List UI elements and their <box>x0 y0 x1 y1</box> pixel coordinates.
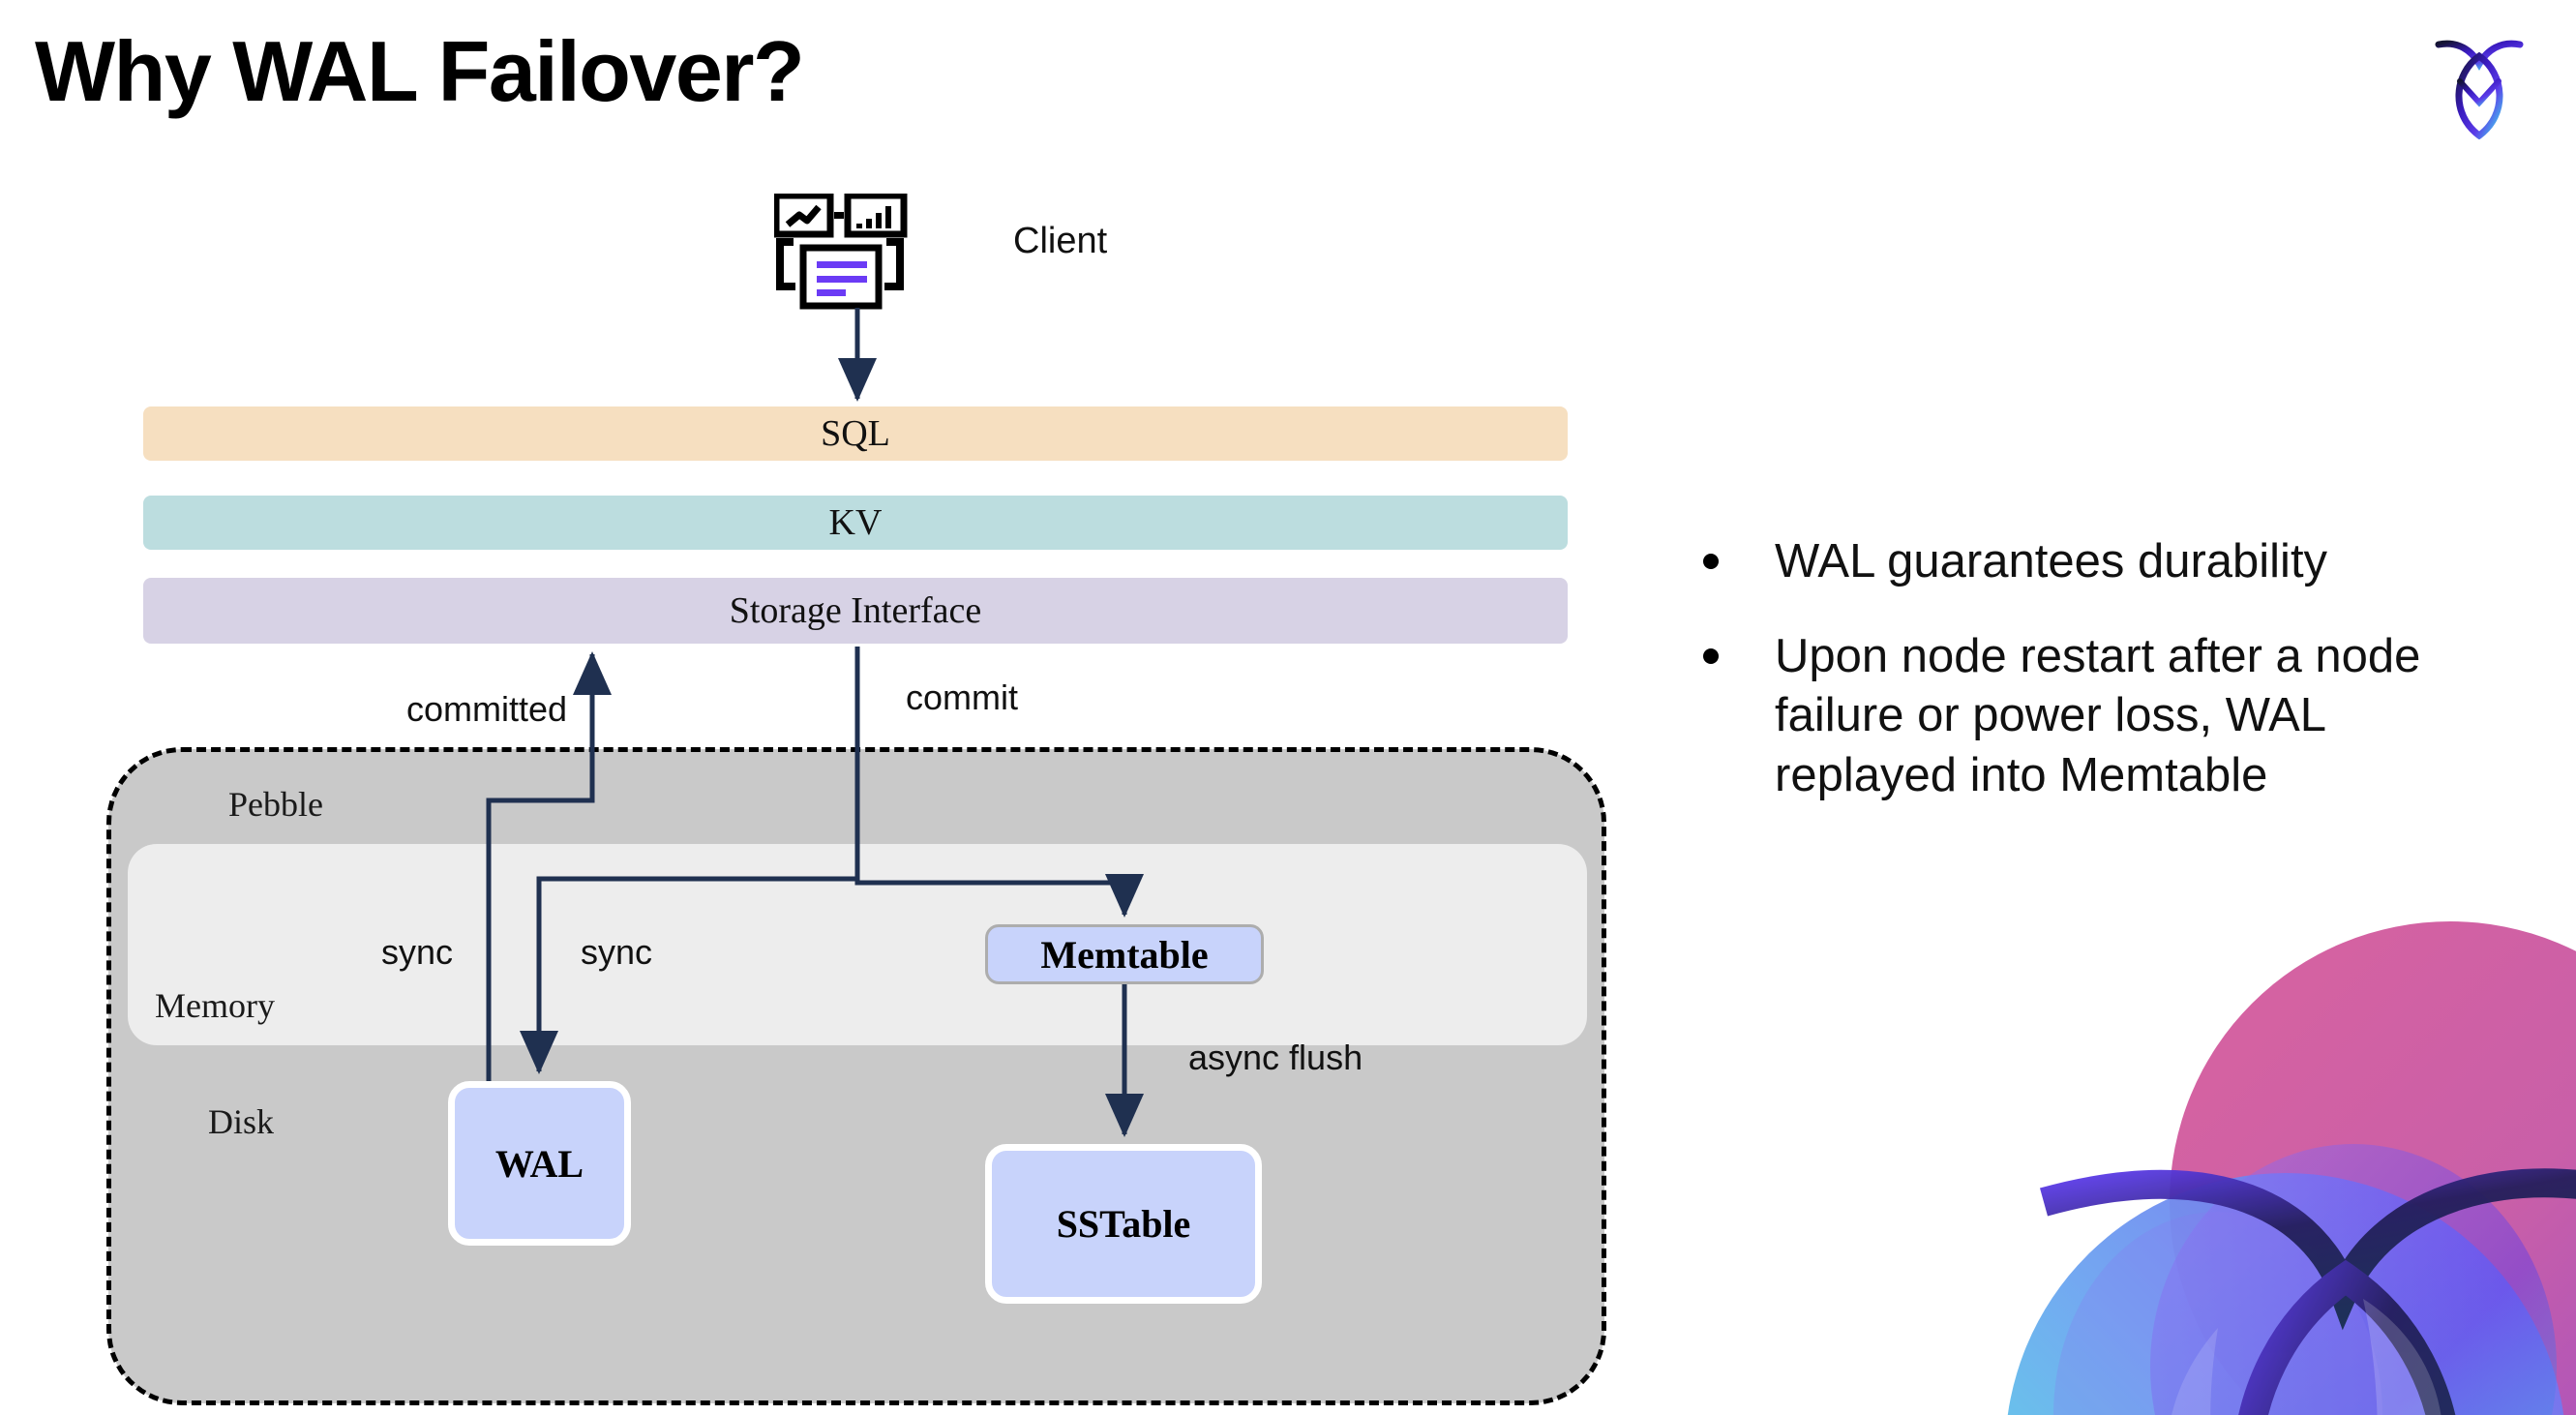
node-wal: WAL <box>448 1081 631 1246</box>
edge-label-committed: committed <box>406 689 568 729</box>
layer-bar-storage-interface: Storage Interface <box>143 578 1568 644</box>
zone-label-disk: Disk <box>208 1102 275 1141</box>
bullet-text: Upon node restart after a node failure o… <box>1775 629 2421 802</box>
client-label: Client <box>1013 221 1108 261</box>
bullet-dot-icon <box>1703 554 1719 569</box>
edge-label-sync-left: sync <box>381 932 454 972</box>
cockroachdb-logo <box>2429 31 2530 140</box>
node-sstable: SSTable <box>985 1144 1262 1304</box>
zone-label-memory: Memory <box>155 986 275 1025</box>
bullet-text: WAL guarantees durability <box>1775 535 2328 587</box>
list-item: WAL guarantees durability <box>1703 532 2516 592</box>
edge-label-commit: commit <box>906 677 1018 717</box>
layer-bar-kv: KV <box>143 496 1568 550</box>
bullet-list: WAL guarantees durability Upon node rest… <box>1703 532 2516 841</box>
node-memtable: Memtable <box>985 924 1264 984</box>
zone-label-pebble: Pebble <box>228 785 323 824</box>
list-item: Upon node restart after a node failure o… <box>1703 627 2516 806</box>
memory-band <box>128 844 1587 1045</box>
client-dashboard-icon <box>772 192 929 310</box>
edge-label-sync-right: sync <box>581 932 653 972</box>
decorative-corner-artwork <box>1928 912 2576 1415</box>
layer-bar-sql: SQL <box>143 406 1568 461</box>
page-title: Why WAL Failover? <box>35 23 805 119</box>
edge-label-async-flush: async flush <box>1188 1038 1363 1077</box>
bullet-dot-icon <box>1703 647 1719 664</box>
